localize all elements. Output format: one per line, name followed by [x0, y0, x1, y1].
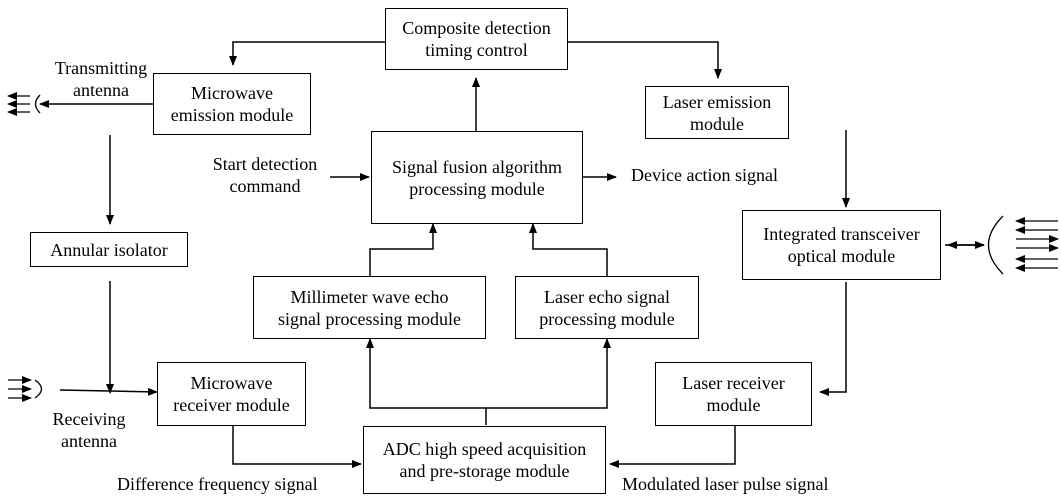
laser-emission-box: Laser emission module	[645, 86, 789, 139]
adc-line-1: ADC high speed acquisition	[382, 439, 587, 459]
laser-echo-line-1: Laser echo signal	[544, 286, 670, 307]
transceiver-line-1: Integrated transceiver	[763, 224, 920, 244]
signal-fusion-line-1: Signal fusion algorithm	[392, 156, 562, 177]
arrow-mmwave-echo-to-fusion	[369, 223, 437, 276]
transmitting-antenna-line-2: antenna	[73, 80, 129, 100]
start-detection-line-1: Start detection	[212, 154, 318, 174]
transmitting-antenna-line-1: Transmitting	[54, 58, 148, 78]
optical-antenna-icon	[988, 215, 1059, 275]
microwave-receiver-box: Microwave receiver module	[157, 362, 306, 426]
start-detection-line-2: command	[229, 176, 301, 196]
signal-fusion-line-2: processing module	[409, 178, 545, 199]
modulated-laser-label: Modulated laser pulse signal	[622, 474, 829, 494]
mmwave-echo-line-2: signal processing module	[278, 308, 461, 329]
arrow-adc-to-laser-echo	[486, 338, 611, 409]
receiving-antenna-icon	[8, 376, 43, 402]
arrow-timing-to-laser-emission	[568, 41, 722, 79]
mmwave-echo-line-1: Millimeter wave echo	[290, 286, 449, 307]
laser-receiver-box: Laser receiver module	[655, 362, 812, 426]
receiving-antenna-line-2: antenna	[61, 431, 117, 451]
microwave-emission-line-1: Microwave	[191, 83, 273, 103]
arrow-timing-to-microwave-emission	[229, 41, 385, 66]
receiving-antenna-line-1: Receiving	[52, 409, 126, 429]
arrow-transceiver-to-laser-receiver	[819, 282, 847, 396]
laser-echo-line-2: processing module	[539, 308, 675, 329]
timing-control-line-2: timing control	[425, 40, 528, 60]
arrow-receiving-antenna-to-receiver	[59, 387, 158, 396]
laser-emission-line-2: module	[690, 113, 744, 134]
transceiver-line-2: optical module	[787, 246, 896, 266]
device-action-label: Device action signal	[631, 165, 778, 185]
arrow-microwave-receiver-to-adc	[232, 426, 362, 468]
receiving-antenna-label: Receiving antenna	[34, 408, 144, 452]
microwave-receiver-line-1: Microwave	[190, 373, 273, 393]
arrow-laser-receiver-to-adc	[609, 426, 736, 468]
timing-control-box: Composite detection timing control	[385, 8, 568, 70]
timing-control-line-1: Composite detection	[402, 18, 551, 38]
arrow-laser-echo-to-fusion	[529, 223, 608, 276]
microwave-emission-line-2: emission module	[170, 105, 294, 125]
transmitting-antenna-icon	[7, 92, 41, 116]
mmwave-echo-box: Millimeter wave echo signal processing m…	[253, 276, 486, 339]
microwave-emission-box: Microwave emission module	[153, 73, 311, 135]
laser-echo-box: Laser echo signal processing module	[515, 276, 699, 339]
laser-receiver-line-1: Laser receiver	[682, 373, 785, 393]
annular-isolator-line-1: Annular isolator	[50, 239, 168, 260]
annular-isolator-box: Annular isolator	[30, 232, 188, 267]
start-detection-label: Start detection command	[196, 153, 334, 197]
difference-frequency-label: Difference frequency signal	[117, 474, 318, 494]
transmitting-antenna-label: Transmitting antenna	[36, 57, 166, 101]
laser-receiver-line-2: module	[706, 395, 761, 415]
laser-emission-line-1: Laser emission	[662, 91, 772, 112]
microwave-receiver-line-2: receiver module	[173, 395, 290, 415]
adc-line-2: and pre-storage module	[399, 461, 570, 481]
signal-fusion-box: Signal fusion algorithm processing modul…	[371, 131, 583, 224]
adc-acquisition-box: ADC high speed acquisition and pre-stora…	[363, 426, 606, 494]
transceiver-optical-box: Integrated transceiver optical module	[742, 210, 941, 280]
arrow-adc-to-mmwave-echo	[366, 338, 487, 425]
